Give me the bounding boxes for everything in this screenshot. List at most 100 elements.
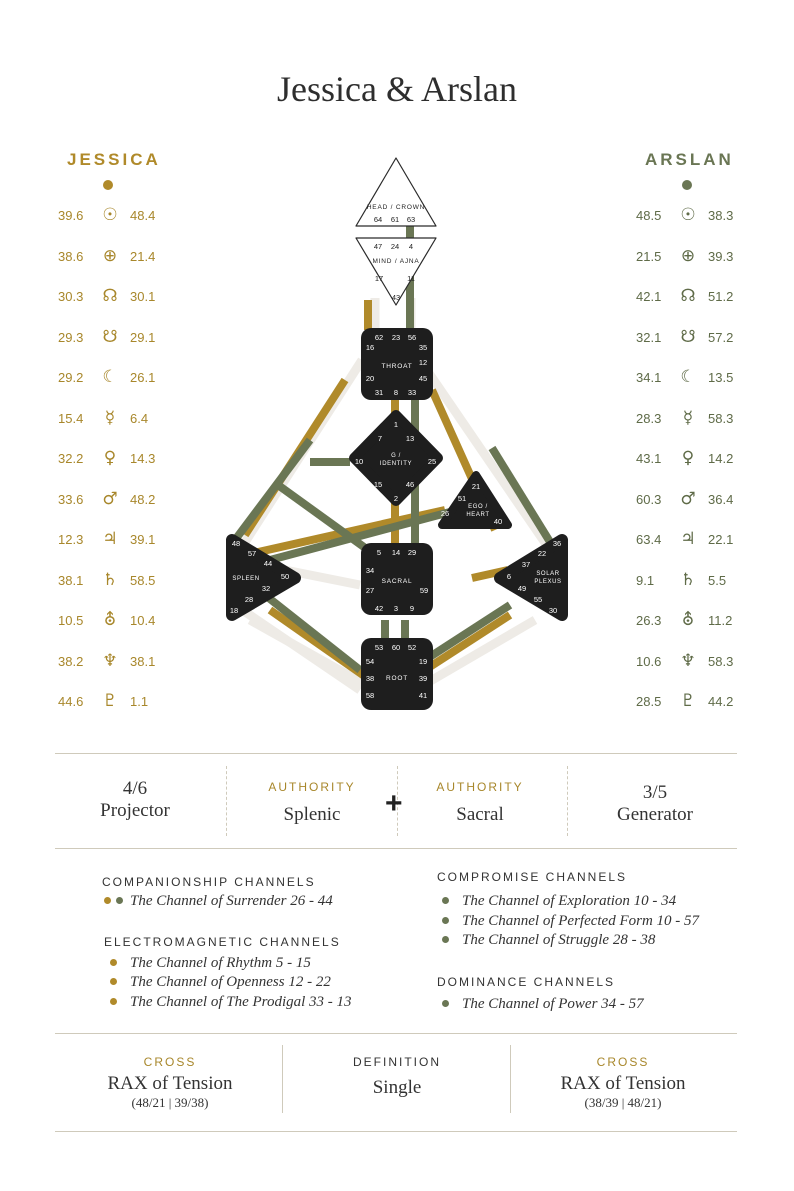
channel-item: The Channel of Exploration 10 - 34	[442, 893, 676, 910]
planet-row: 38.1♄58.5	[58, 561, 168, 602]
gate-8: 8	[394, 388, 398, 397]
head-label: HEAD / CROWN	[367, 204, 425, 211]
channel-line	[232, 601, 363, 694]
right-authority: Sacral	[456, 804, 504, 825]
design-gate-value: 43.1	[636, 451, 662, 466]
gate-10: 10	[355, 457, 363, 466]
center-spleen: 48 57 44 50 32 28 18 SPLEEN	[226, 534, 301, 621]
channel-line	[262, 591, 363, 674]
bullet-green	[116, 897, 123, 905]
center-sacral: 5 14 29 34 27 59 42 3 9 SACRAL	[361, 543, 433, 615]
electromagnetic-title: ELECTROMAGNETIC CHANNELS	[104, 935, 341, 949]
right-profile-cell: 3/5 Generator	[595, 782, 715, 826]
divider	[226, 766, 227, 836]
design-gate-value: 39.6	[58, 208, 84, 223]
planet-row: 39.6☉48.4	[58, 196, 168, 237]
left-authority: Splenic	[283, 804, 341, 825]
design-gate-value: 34.1	[636, 370, 662, 385]
design-gate-value: 63.4	[636, 532, 662, 547]
divider	[567, 766, 568, 836]
north-node-icon: ☊	[102, 286, 118, 306]
gate-3: 3	[394, 604, 398, 613]
design-gate-value: 60.3	[636, 491, 662, 507]
left-profile: 4/6	[122, 778, 148, 799]
gate-60: 60	[392, 643, 400, 652]
divider	[397, 766, 398, 836]
design-gate-value: 42.1	[636, 289, 662, 304]
gate-50: 50	[281, 572, 289, 581]
sun-icon: ☉	[680, 205, 696, 225]
channel-line	[284, 565, 361, 590]
gate-46: 46	[406, 480, 414, 489]
center-root: 53 60 52 54 19 38 39 58 41 ROOT	[361, 638, 433, 710]
planet-row: 32.2♀14.3	[58, 439, 168, 480]
center-ego-heart: 21 51 26 40 EGO / HEART	[438, 471, 512, 529]
gate-38: 38	[366, 674, 374, 683]
gate-30: 30	[549, 606, 557, 615]
moon-icon: ☾	[680, 367, 696, 387]
gate-40: 40	[494, 517, 502, 526]
gate-29: 29	[408, 548, 416, 557]
companionship-title: COMPANIONSHIP CHANNELS	[102, 875, 316, 889]
gate-35: 35	[419, 343, 427, 352]
right-cross-gates: (38/39 | 48/21)	[584, 1095, 662, 1110]
gate-24: 24	[391, 242, 399, 251]
center-solar-plexus: 36 22 37 6 49 55 30 SOLAR PLEXUS	[494, 534, 568, 621]
personality-gate-value: 38.1	[130, 653, 156, 669]
ajna-label: MIND / AJNA	[372, 258, 419, 265]
gate-25: 25	[428, 457, 436, 466]
personality-gate-value: 58.5	[130, 572, 156, 588]
planet-row: 42.1☊51.2	[636, 277, 746, 318]
personality-gate-value: 38.3	[708, 208, 734, 223]
person-color-dot-left	[103, 180, 113, 190]
right-cross-label: CROSS	[596, 1055, 650, 1069]
person-color-dot-right	[682, 180, 692, 190]
gate-51: 51	[458, 494, 466, 503]
channel-line	[231, 437, 314, 543]
right-authority-label: AUTHORITY	[436, 780, 524, 794]
channel-line	[422, 601, 513, 664]
design-gate-value: 33.6	[58, 491, 84, 507]
gate-39: 39	[419, 674, 427, 683]
left-profile-cell: 4/6 Projector	[75, 778, 195, 822]
personality-gate-value: 14.2	[708, 451, 734, 466]
gate-62: 62	[375, 333, 383, 342]
planet-row: 29.3☋29.1	[58, 318, 168, 359]
personality-gate-value: 29.1	[130, 329, 156, 345]
gate-32: 32	[262, 584, 270, 593]
personality-gate-value: 22.1	[708, 532, 734, 547]
gate-1: 1	[394, 420, 398, 429]
gate-49: 49	[518, 584, 526, 593]
left-authority-cell: AUTHORITY Splenic	[252, 780, 372, 826]
neptune-icon: ♆	[680, 650, 696, 671]
gate-45: 45	[419, 374, 427, 383]
design-gate-value: 12.3	[58, 532, 84, 547]
gate-9: 9	[410, 604, 414, 613]
planet-row: 34.1☾13.5	[636, 358, 746, 399]
gate-4: 4	[409, 242, 413, 251]
gate-52: 52	[408, 643, 416, 652]
design-gate-value: 21.5	[636, 248, 662, 264]
ego-label-1: EGO /	[468, 504, 488, 510]
gate-59: 59	[420, 586, 428, 595]
gate-58: 58	[366, 691, 374, 700]
design-gate-value: 44.6	[58, 694, 84, 709]
channel-line	[416, 357, 554, 553]
gate-17: 17	[375, 274, 383, 283]
personality-gate-value: 48.2	[130, 491, 156, 507]
channel-item: The Channel of Struggle 28 - 38	[442, 932, 655, 949]
neptune-icon: ♆	[102, 650, 118, 671]
saturn-icon: ♄	[102, 569, 118, 590]
right-cross-cell: CROSS RAX of Tension (38/39 | 48/21)	[543, 1055, 703, 1111]
personality-gate-value: 10.4	[130, 613, 156, 628]
left-cross-label: CROSS	[143, 1055, 197, 1069]
gate-41: 41	[419, 691, 427, 700]
personality-gate-value: 6.4	[130, 410, 149, 426]
gate-2: 2	[394, 494, 398, 503]
divider	[55, 1033, 737, 1034]
throat-label: THROAT	[381, 363, 412, 370]
gate-36: 36	[553, 539, 561, 548]
right-profile: 3/5	[642, 782, 668, 803]
personality-gate-value: 39.1	[130, 532, 156, 547]
design-gate-value: 10.5	[58, 613, 84, 628]
